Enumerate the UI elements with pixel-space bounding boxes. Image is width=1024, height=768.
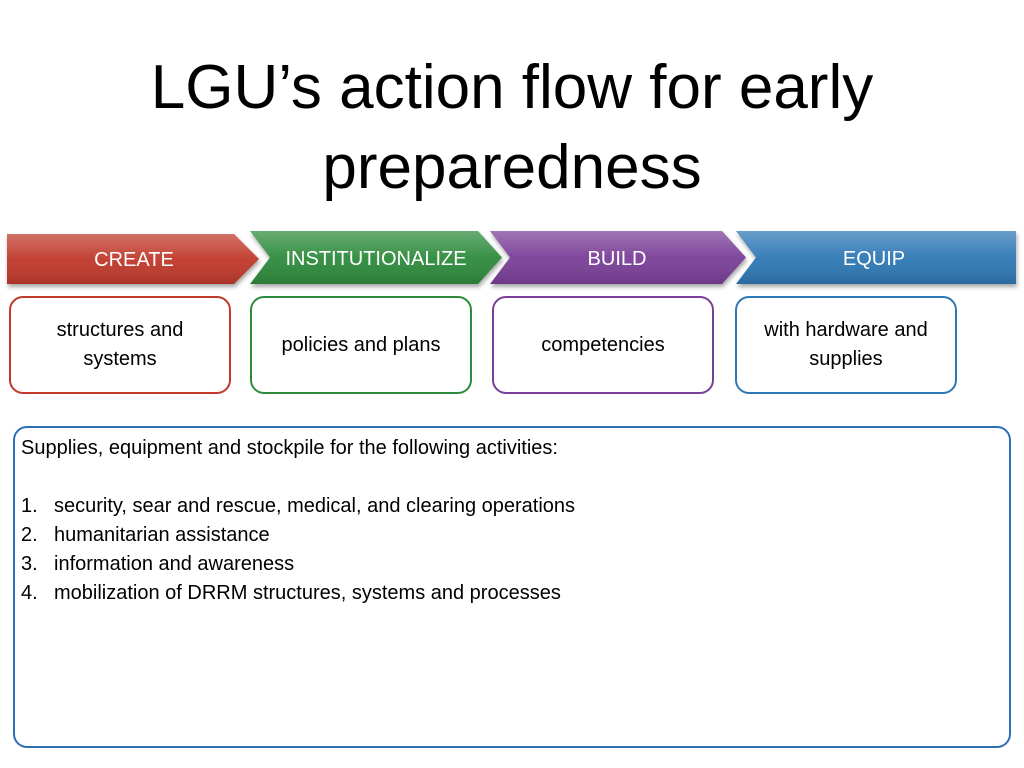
build-description: competencies bbox=[541, 333, 665, 356]
equip-description-box: with hardware and supplies bbox=[735, 296, 957, 394]
institutionalize-description: policies and plans bbox=[281, 333, 441, 356]
create-description: structures and systems bbox=[56, 319, 184, 370]
list-item-number: 2. bbox=[21, 524, 38, 546]
chevron-build bbox=[490, 231, 746, 284]
chevron-equip-label: EQUIP bbox=[843, 248, 905, 270]
list-item: 4. mobilization of DRRM structures, syst… bbox=[21, 579, 1003, 608]
create-description-box: structures and systems bbox=[9, 296, 231, 394]
list-item-number: 4. bbox=[21, 582, 38, 604]
list-item: 1. security, sear and rescue, medical, a… bbox=[21, 492, 1003, 521]
supplies-detail-box: Supplies, equipment and stockpile for th… bbox=[13, 426, 1011, 748]
chevron-build-label: BUILD bbox=[588, 248, 647, 270]
page-title: LGU’s action flow for early preparedness bbox=[150, 53, 874, 202]
list-item-text: mobilization of DRRM structures, systems… bbox=[54, 582, 561, 604]
build-description-box: competencies bbox=[492, 296, 714, 394]
list-item-number: 3. bbox=[21, 553, 38, 575]
equip-description: with hardware and supplies bbox=[764, 319, 928, 370]
chevron-institutionalize bbox=[250, 231, 502, 284]
chevron-create bbox=[7, 234, 259, 284]
activities-list: 1. security, sear and rescue, medical, a… bbox=[21, 492, 1003, 608]
detail-intro: Supplies, equipment and stockpile for th… bbox=[21, 437, 558, 459]
chevron-create-label: CREATE bbox=[94, 249, 174, 271]
chevron-equip bbox=[736, 231, 1016, 284]
chevron-institutionalize-label: INSTITUTIONALIZE bbox=[285, 248, 466, 270]
list-item: 2. humanitarian assistance bbox=[21, 521, 1003, 550]
list-item-text: information and awareness bbox=[54, 553, 295, 575]
list-item-number: 1. bbox=[21, 495, 38, 517]
list-item: 3. information and awareness bbox=[21, 550, 1003, 579]
institutionalize-description-box: policies and plans bbox=[250, 296, 472, 394]
list-item-text: security, sear and rescue, medical, and … bbox=[54, 495, 576, 517]
list-item-text: humanitarian assistance bbox=[54, 524, 270, 546]
